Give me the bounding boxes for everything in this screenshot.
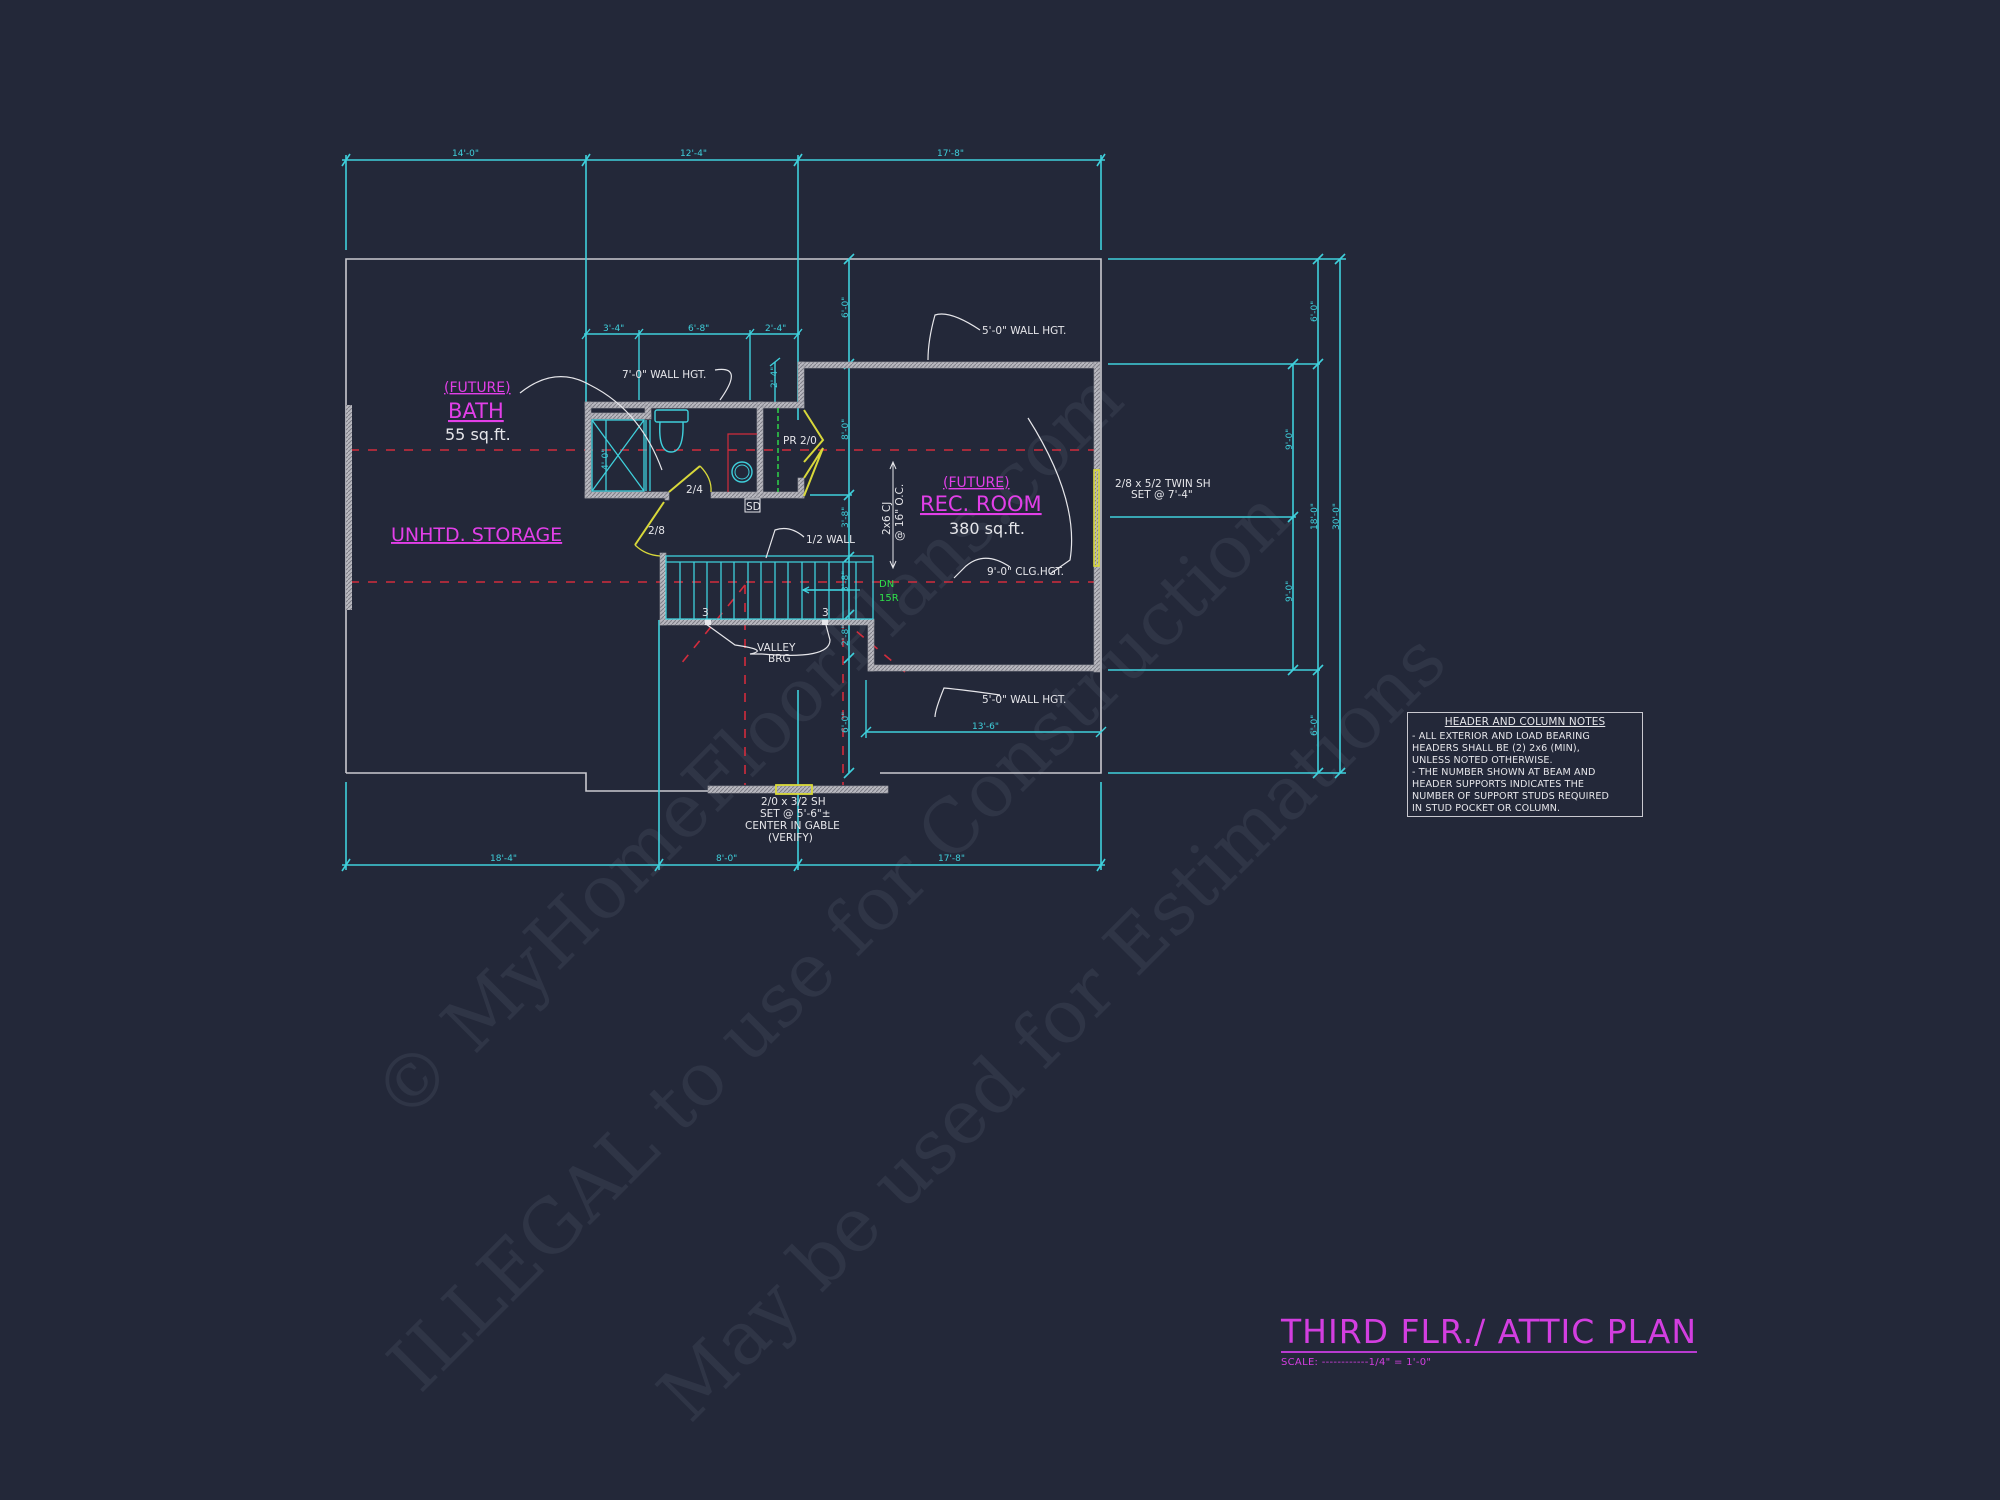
rec-room-name: REC. ROOM bbox=[920, 492, 1042, 516]
dim-right-middle-2: 18'-0" bbox=[1310, 503, 1320, 530]
notes-line: IN STUD POCKET OR COLUMN. bbox=[1412, 803, 1561, 814]
smoke-detector-label: SD bbox=[746, 501, 761, 513]
notes-line: HEADERS SHALL BE (2) 2x6 (MIN), bbox=[1412, 743, 1580, 754]
wall-height-5ft-top: 5'-0" WALL HGT. bbox=[982, 325, 1066, 337]
header-column-notes: HEADER AND COLUMN NOTES - ALL EXTERIOR A… bbox=[1407, 712, 1643, 817]
notes-line: HEADER SUPPORTS INDICATES THE bbox=[1412, 779, 1585, 790]
dim-center-5: 2'-8" bbox=[841, 625, 851, 646]
bath-area: 55 sq.ft. bbox=[445, 425, 511, 444]
window-right-line-1: 2/8 x 5/2 TWIN SH bbox=[1115, 478, 1211, 490]
leader-lines bbox=[519, 313, 1073, 718]
valley-brg-line-1: VALLEY bbox=[757, 642, 796, 654]
notes-line: - ALL EXTERIOR AND LOAD BEARING bbox=[1412, 731, 1590, 742]
shower bbox=[591, 419, 651, 492]
bath-walls bbox=[584, 401, 805, 501]
post-right bbox=[822, 619, 828, 625]
dim-center-1: 6'-0" bbox=[841, 297, 851, 318]
ceiling-joist-2: @ 16" O.C. bbox=[894, 484, 906, 541]
bath-prefix: (FUTURE) bbox=[444, 380, 511, 396]
plan-scale: SCALE: ------------1/4" = 1'-0" bbox=[1281, 1357, 1432, 1368]
dim-right-middle-1: 6'-0" bbox=[1310, 301, 1320, 322]
dim-bottom-2: 8'-0" bbox=[716, 854, 737, 864]
dim-center-3: 3'-8" bbox=[841, 507, 851, 528]
right-dimensions bbox=[1108, 253, 1346, 779]
toilet-icon bbox=[654, 409, 689, 453]
dim-right-inner-1: 9'-0" bbox=[1285, 429, 1295, 450]
post-count-right: 3 bbox=[822, 607, 829, 619]
storage-name: UNHTD. STORAGE bbox=[391, 524, 562, 546]
door-bath-label: 2/4 bbox=[686, 484, 703, 496]
notes-line: UNLESS NOTED OTHERWISE. bbox=[1412, 755, 1553, 766]
window-bottom-line-3: CENTER IN GABLE bbox=[745, 820, 840, 832]
post-count-left: 3 bbox=[702, 607, 709, 619]
smoke-detector-box bbox=[744, 498, 761, 513]
dim-bath-3: 2'-4" bbox=[765, 324, 786, 334]
ceiling-joist-arrow bbox=[889, 460, 897, 570]
window-right-line-2: SET @ 7'-4" bbox=[1131, 489, 1193, 501]
dim-bath-vert-1: 2'-4" bbox=[770, 367, 780, 388]
left-knee-wall bbox=[346, 405, 352, 610]
dim-center-2: 8'-0" bbox=[841, 419, 851, 440]
dim-bath-2: 6'-8" bbox=[688, 324, 709, 334]
dim-right-inner-2: 9'-0" bbox=[1285, 581, 1295, 602]
door-pr-label: PR 2/0 bbox=[783, 435, 817, 447]
stair-dn-label: DN bbox=[879, 579, 894, 590]
dim-top-1: 14'-0" bbox=[452, 149, 479, 159]
rec-room-area: 380 sq.ft. bbox=[949, 519, 1025, 538]
bath-dimensions bbox=[581, 328, 803, 402]
gable-wall bbox=[707, 785, 889, 794]
half-wall-note: 1/2 WALL bbox=[806, 534, 855, 546]
dim-right-overall: 30'-0" bbox=[1332, 503, 1342, 530]
dim-top-2: 12'-4" bbox=[680, 149, 707, 159]
rec-room-prefix: (FUTURE) bbox=[943, 475, 1010, 491]
notes-line: - THE NUMBER SHOWN AT BEAM AND bbox=[1412, 767, 1596, 778]
watermark: © MyHomeFloorPlans.com ILLEGAL to use fo… bbox=[357, 355, 1462, 1437]
rec-bottom-dimension bbox=[860, 680, 1107, 738]
notes-line: NUMBER OF SUPPORT STUDS REQUIRED bbox=[1412, 791, 1610, 802]
wall-height-7ft: 7'-0" WALL HGT. bbox=[622, 369, 706, 381]
valley-brg-line-2: BRG bbox=[768, 653, 791, 665]
wall-height-5ft-bottom: 5'-0" WALL HGT. bbox=[982, 694, 1066, 706]
stairs bbox=[665, 555, 874, 620]
dim-right-middle-3: 6'-0" bbox=[1310, 715, 1320, 736]
window-bottom-line-4: (VERIFY) bbox=[768, 832, 813, 844]
dim-center-6: 6'-0" bbox=[841, 712, 851, 733]
window-bottom-line-1: 2/0 x 3/2 SH bbox=[761, 796, 826, 808]
gable-window bbox=[775, 784, 813, 795]
window-bottom-line-2: SET @ 5'-6"± bbox=[760, 808, 831, 820]
dim-bottom-3: 17'-8" bbox=[938, 854, 965, 864]
stair-risers-label: 15R bbox=[879, 593, 899, 604]
dim-center-4: 3'-8" bbox=[841, 571, 851, 592]
door-storage-label: 2/8 bbox=[648, 525, 665, 537]
dim-bottom-1: 18'-4" bbox=[490, 854, 517, 864]
post-left bbox=[705, 619, 711, 625]
dim-rec-bottom: 13'-6" bbox=[972, 722, 999, 732]
notes-title: HEADER AND COLUMN NOTES bbox=[1444, 716, 1606, 728]
ceiling-joist-1: 2x6 CJ bbox=[881, 502, 893, 535]
dim-bath-1: 3'-4" bbox=[603, 324, 624, 334]
plan-title: THIRD FLR./ ATTIC PLAN bbox=[1281, 1312, 1698, 1353]
dim-top-3: 17'-8" bbox=[937, 149, 964, 159]
bath-name: BATH bbox=[448, 399, 504, 423]
ceiling-height: 9'-0" CLG.HGT. bbox=[987, 566, 1064, 578]
bottom-dimensions bbox=[341, 620, 1106, 872]
sink-icon bbox=[727, 433, 757, 492]
